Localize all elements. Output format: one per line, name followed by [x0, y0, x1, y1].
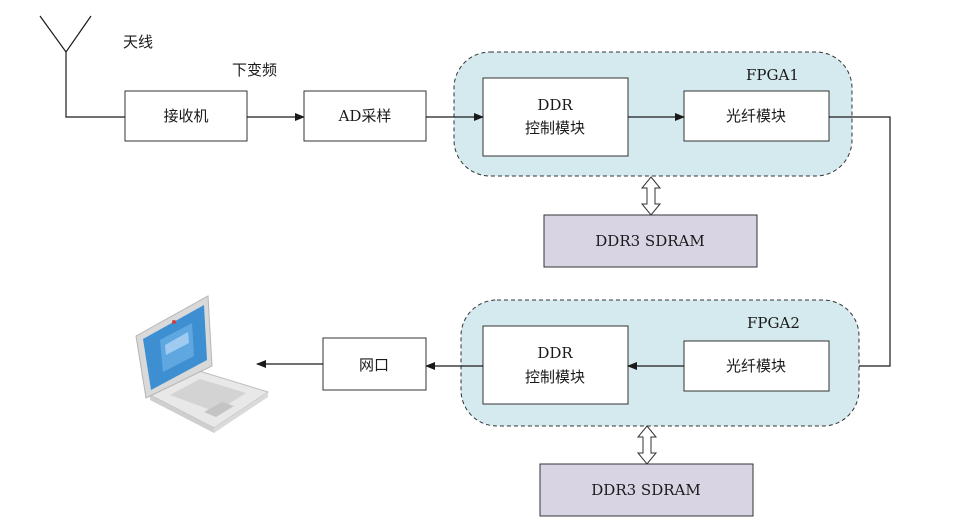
- fpga1-label: FPGA1: [746, 66, 799, 84]
- double-arrow-icon: [636, 425, 658, 465]
- antenna-label: 天线: [123, 33, 153, 51]
- antenna-icon: [39, 15, 125, 118]
- sdram-label-1: DDR3 SDRAM: [595, 232, 704, 250]
- fiber-block-2: [683, 340, 830, 392]
- double-arrow-icon: [640, 176, 662, 216]
- ad-sampling-block: AD采样: [303, 90, 427, 142]
- laptop-icon: [135, 295, 270, 433]
- fiber-block-1: [683, 90, 830, 142]
- sdram-block-1: DDR3 SDRAM: [543, 214, 758, 268]
- ddr-label-2: DDR: [537, 344, 573, 362]
- receiver-block: 接收机: [124, 90, 248, 142]
- downconvert-label: 下变频: [232, 61, 277, 79]
- ddr-control-label-1: 控制模块: [525, 119, 585, 137]
- fpga2-group: FPGA2 DDR 控制模块 光纤模块: [460, 299, 860, 427]
- fpga2-label: FPGA2: [747, 314, 800, 332]
- fpga1-group: FPGA1 DDR 控制模块 光纤模块: [453, 51, 853, 177]
- ad-sampling-label: AD采样: [338, 107, 392, 125]
- sdram-label-2: DDR3 SDRAM: [591, 481, 700, 499]
- ddr-control-block-1: [482, 77, 629, 157]
- ddr-control-label-2: 控制模块: [525, 368, 585, 386]
- network-label: 网口: [359, 356, 389, 374]
- ddr-control-block-2: [482, 325, 629, 405]
- ddr-label-1: DDR: [537, 96, 573, 114]
- fiber-label-2: 光纤模块: [726, 357, 786, 375]
- network-port-block: 网口: [322, 337, 427, 391]
- receiver-label: 接收机: [163, 107, 208, 125]
- fiber-link: [828, 116, 891, 370]
- fiber-label-1: 光纤模块: [726, 107, 786, 125]
- sdram-block-2: DDR3 SDRAM: [539, 463, 754, 517]
